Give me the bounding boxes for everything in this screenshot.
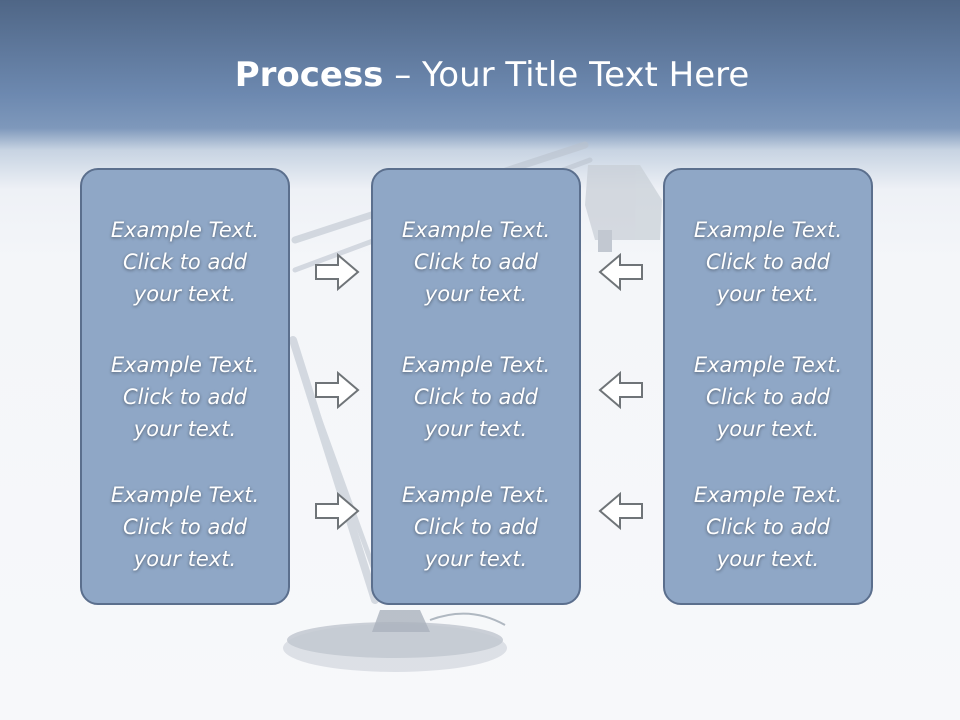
text-line: your text. bbox=[716, 282, 820, 306]
text-line: your text. bbox=[424, 282, 528, 306]
text-line: Example Text. bbox=[693, 483, 843, 507]
text-block[interactable]: Example Text. Click to add your text. bbox=[373, 349, 579, 445]
arrow-left-icon bbox=[598, 370, 643, 410]
title-rest: – Your Title Text Here bbox=[383, 55, 750, 95]
slide-title: Process – Your Title Text Here bbox=[0, 52, 960, 98]
text-line: Example Text. bbox=[401, 353, 551, 377]
text-line: Example Text. bbox=[693, 353, 843, 377]
text-line: Example Text. bbox=[693, 218, 843, 242]
arrow-left-icon bbox=[598, 491, 643, 531]
text-line: Click to add bbox=[122, 515, 247, 539]
text-block[interactable]: Example Text. Click to add your text. bbox=[665, 349, 871, 445]
text-line: your text. bbox=[424, 547, 528, 571]
text-block[interactable]: Example Text. Click to add your text. bbox=[373, 479, 579, 575]
text-line: your text. bbox=[133, 547, 237, 571]
text-line: Example Text. bbox=[110, 218, 260, 242]
text-line: Example Text. bbox=[110, 353, 260, 377]
process-box-right[interactable]: Example Text. Click to add your text. Ex… bbox=[663, 168, 873, 605]
arrow-right-icon bbox=[315, 370, 360, 410]
title-bold: Process bbox=[234, 55, 384, 95]
process-box-left[interactable]: Example Text. Click to add your text. Ex… bbox=[80, 168, 290, 605]
process-box-center[interactable]: Example Text. Click to add your text. Ex… bbox=[371, 168, 581, 605]
text-line: Click to add bbox=[413, 250, 538, 274]
arrow-right-icon bbox=[315, 491, 360, 531]
text-block[interactable]: Example Text. Click to add your text. bbox=[665, 479, 871, 575]
text-line: Click to add bbox=[413, 515, 538, 539]
text-line: your text. bbox=[133, 417, 237, 441]
text-block[interactable]: Example Text. Click to add your text. bbox=[373, 214, 579, 310]
text-block[interactable]: Example Text. Click to add your text. bbox=[665, 214, 871, 310]
arrow-right-icon bbox=[315, 252, 360, 292]
arrow-left-icon bbox=[598, 252, 643, 292]
text-line: your text. bbox=[133, 282, 237, 306]
text-line: Example Text. bbox=[110, 483, 260, 507]
text-line: your text. bbox=[716, 547, 820, 571]
text-line: Click to add bbox=[122, 250, 247, 274]
text-line: your text. bbox=[424, 417, 528, 441]
text-line: Example Text. bbox=[401, 218, 551, 242]
text-block[interactable]: Example Text. Click to add your text. bbox=[82, 479, 288, 575]
text-line: Click to add bbox=[705, 515, 830, 539]
text-block[interactable]: Example Text. Click to add your text. bbox=[82, 349, 288, 445]
text-line: Example Text. bbox=[401, 483, 551, 507]
text-line: Click to add bbox=[705, 250, 830, 274]
text-line: your text. bbox=[716, 417, 820, 441]
text-line: Click to add bbox=[413, 385, 538, 409]
text-line: Click to add bbox=[122, 385, 247, 409]
text-block[interactable]: Example Text. Click to add your text. bbox=[82, 214, 288, 310]
text-line: Click to add bbox=[705, 385, 830, 409]
